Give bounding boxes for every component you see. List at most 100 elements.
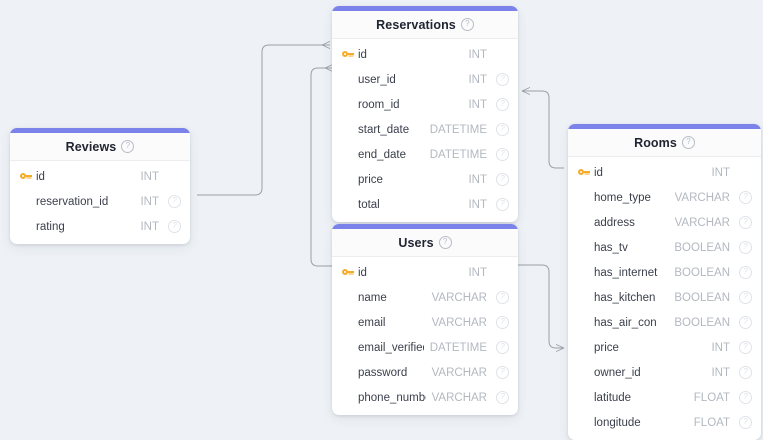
field-name: password [358,366,408,379]
field-name: end_date [358,148,406,161]
question-circle-icon[interactable] [493,173,509,186]
field-type: INT [711,366,730,379]
field-name: price [594,341,619,354]
field-row[interactable]: end_date DATETIME [332,142,518,167]
question-circle-icon[interactable] [493,391,509,404]
question-circle-icon[interactable] [736,416,752,429]
question-circle-icon[interactable] [736,266,752,279]
question-circle-icon[interactable] [736,291,752,304]
field-row[interactable]: email_verified_ DATETIME [332,335,518,360]
question-circle-icon[interactable] [681,136,695,149]
field-row[interactable]: email VARCHAR [332,310,518,335]
question-circle-icon[interactable] [438,236,452,249]
question-circle-icon[interactable] [493,291,509,304]
field-name: id [36,170,45,183]
field-name: price [358,173,383,186]
field-name: has_internet [594,266,658,279]
field-row[interactable]: has_air_con BOOLEAN [568,310,761,335]
table-node-users[interactable]: Users id INT name VARCHAR email VARCHAR [332,224,518,415]
table-header-rooms[interactable]: Rooms [568,129,761,157]
question-circle-icon[interactable] [493,123,509,136]
table-header-reviews[interactable]: Reviews [10,133,190,161]
field-name: user_id [358,73,396,86]
field-row[interactable]: owner_id INT [568,360,761,385]
field-row[interactable]: user_id INT [332,67,518,92]
field-type: BOOLEAN [674,316,730,329]
table-node-rooms[interactable]: Rooms id INT home_type VARCHAR address V… [568,124,761,440]
primary-key-slot [342,269,358,276]
field-row[interactable]: id INT [568,160,761,185]
question-circle-icon[interactable] [736,316,752,329]
field-type: BOOLEAN [674,266,730,279]
field-type: INT [140,220,159,233]
field-row[interactable]: rating INT [10,214,190,239]
edge-reviews-reservations [197,45,322,196]
field-row[interactable]: latitude FLOAT [568,385,761,410]
key-icon [342,51,354,58]
field-row[interactable]: id INT [332,42,518,67]
table-accent-bar [10,128,190,133]
table-title: Reservations [376,17,456,32]
field-type: INT [140,170,159,183]
question-circle-icon[interactable] [493,341,509,354]
primary-key-slot [578,169,594,176]
field-type: VARCHAR [431,316,487,329]
question-circle-icon[interactable] [736,391,752,404]
question-circle-icon[interactable] [493,316,509,329]
field-name: reservation_id [36,195,109,208]
field-list: id INT name VARCHAR email VARCHAR email_… [332,257,518,415]
field-row[interactable]: room_id INT [332,92,518,117]
field-name: phone_numbe [358,391,426,404]
table-header-users[interactable]: Users [332,229,518,257]
field-row[interactable]: id INT [332,260,518,285]
table-node-reviews[interactable]: Reviews id INT reservation_id INT rating… [10,128,190,244]
question-circle-icon[interactable] [736,191,752,204]
field-name: home_type [594,191,651,204]
field-row[interactable]: password VARCHAR [332,360,518,385]
question-circle-icon[interactable] [121,140,135,153]
question-circle-icon[interactable] [493,73,509,86]
question-circle-icon[interactable] [493,366,509,379]
field-row[interactable]: longitude FLOAT [568,410,761,435]
field-row[interactable]: start_date DATETIME [332,117,518,142]
question-circle-icon[interactable] [493,198,509,211]
field-row[interactable]: home_type VARCHAR [568,185,761,210]
question-circle-icon[interactable] [736,241,752,254]
table-node-reservations[interactable]: Reservations id INT user_id INT room_id … [332,6,518,222]
question-circle-icon[interactable] [736,341,752,354]
question-circle-icon[interactable] [493,98,509,111]
question-circle-icon[interactable] [736,216,752,229]
field-list: id INT reservation_id INT rating INT [10,161,190,244]
field-row[interactable]: has_internet BOOLEAN [568,260,761,285]
question-circle-icon[interactable] [736,366,752,379]
field-row[interactable]: has_tv BOOLEAN [568,235,761,260]
field-row[interactable]: total INT [332,192,518,217]
table-accent-bar [332,6,518,11]
field-type: DATETIME [429,148,487,161]
field-name: room_id [358,98,400,111]
field-row[interactable]: name VARCHAR [332,285,518,310]
key-icon [342,269,354,276]
question-circle-icon[interactable] [165,195,181,208]
field-name: name [358,291,387,304]
field-row[interactable]: id INT [10,164,190,189]
field-type: INT [468,48,487,61]
field-row[interactable]: phone_numbe VARCHAR [332,385,518,410]
question-circle-icon[interactable] [460,18,474,31]
field-row[interactable]: price INT [568,335,761,360]
field-row[interactable]: price INT [332,167,518,192]
table-accent-bar [568,124,761,129]
field-name: has_tv [594,241,628,254]
table-header-reservations[interactable]: Reservations [332,11,518,39]
field-type: VARCHAR [674,216,730,229]
field-row[interactable]: has_kitchen BOOLEAN [568,285,761,310]
field-type: VARCHAR [431,291,487,304]
field-type: INT [468,98,487,111]
field-row[interactable]: address VARCHAR [568,210,761,235]
field-name: has_air_con [594,316,657,329]
field-name: email_verified_ [358,341,424,354]
field-row[interactable]: reservation_id INT [10,189,190,214]
question-circle-icon[interactable] [165,220,181,233]
question-circle-icon[interactable] [493,148,509,161]
